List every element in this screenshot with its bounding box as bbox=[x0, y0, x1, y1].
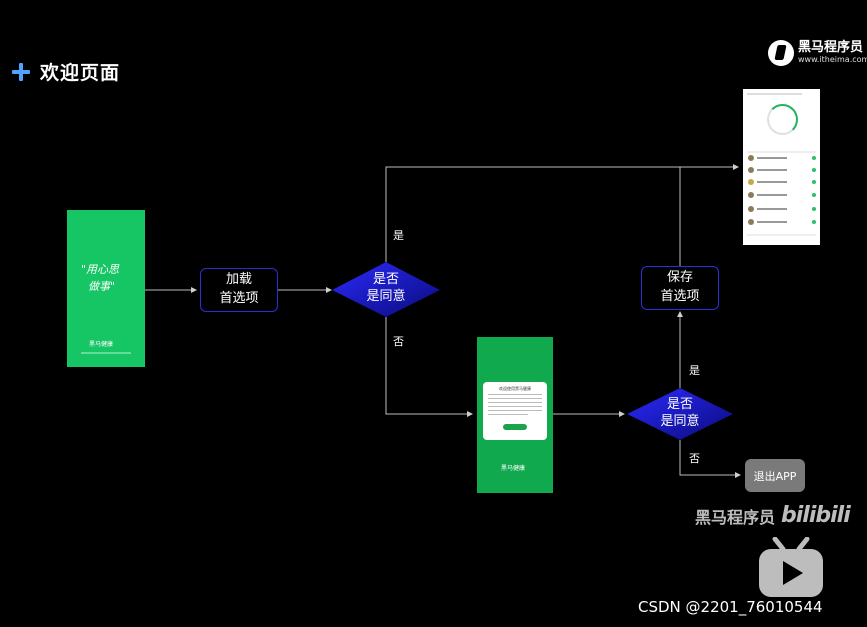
save-preferences-line2: 首选项 bbox=[660, 289, 700, 304]
watermark-text: 黑马程序员 bbox=[695, 507, 776, 527]
edge-label-no-2: 否 bbox=[689, 452, 700, 465]
bilibili-tv-icon bbox=[759, 537, 823, 597]
page-title: 欢迎页面 bbox=[40, 62, 121, 84]
edge-label-yes-1: 是 bbox=[393, 229, 404, 242]
progress-ring bbox=[767, 104, 798, 135]
edge-label-no-1: 否 bbox=[393, 335, 404, 348]
splash-footer-line bbox=[81, 352, 131, 354]
save-preferences-line1: 保存 bbox=[666, 270, 693, 286]
splash-screen-mockup: "用心思 做事" 黑马健康 bbox=[67, 210, 145, 367]
bilibili-watermark: 黑马程序员 bilibili bbox=[695, 503, 851, 528]
consent-agree-button bbox=[503, 424, 527, 430]
bilibili-logo: bilibili bbox=[781, 503, 851, 528]
splash-brand: 黑马健康 bbox=[89, 341, 114, 348]
decision-1-line1: 是否 bbox=[372, 272, 399, 287]
edge-yes-to-home bbox=[385, 164, 739, 262]
consent-screen-mockup: 欢迎使用黑马健康 黑马健康 bbox=[477, 337, 553, 493]
horse-logo-icon bbox=[768, 40, 794, 66]
consent-dialog: 欢迎使用黑马健康 bbox=[483, 382, 547, 440]
decision-2-label: 是否 是同意 bbox=[640, 397, 720, 431]
load-preferences-node: 加载 首选项 bbox=[200, 268, 278, 312]
decision-diamond-2 bbox=[627, 388, 733, 440]
decision-diamond-1 bbox=[332, 262, 440, 317]
title-row: 欢迎页面 bbox=[12, 58, 120, 85]
move-icon bbox=[12, 62, 30, 81]
decision-1-label: 是否 是同意 bbox=[346, 272, 426, 306]
home-screen-mockup bbox=[743, 89, 820, 245]
load-preferences-line2: 首选项 bbox=[219, 291, 259, 306]
save-preferences-node: 保存 首选项 bbox=[641, 266, 719, 310]
load-preferences-line1: 加载 bbox=[225, 272, 252, 288]
consent-brand: 黑马健康 bbox=[501, 465, 526, 472]
edge-no-to-exit bbox=[679, 440, 741, 478]
logo-name: 黑马程序员 bbox=[798, 40, 864, 56]
decision-2-line1: 是否 bbox=[666, 397, 693, 412]
edge-no-to-consent bbox=[385, 317, 473, 417]
csdn-watermark: CSDN @2201_76010544 bbox=[638, 598, 823, 616]
decision-2-line2: 是同意 bbox=[660, 413, 700, 429]
decision-1-line2: 是同意 bbox=[366, 288, 406, 304]
exit-app-button[interactable]: 退出APP bbox=[745, 459, 805, 492]
brand-logo: 黑马程序员 www.itheima.com bbox=[768, 40, 867, 66]
splash-slogan: "用心思 做事" bbox=[81, 263, 120, 293]
edge-label-yes-2: 是 bbox=[689, 364, 700, 377]
consent-dialog-title: 欢迎使用黑马健康 bbox=[499, 386, 531, 391]
logo-url: www.itheima.com bbox=[798, 54, 867, 64]
